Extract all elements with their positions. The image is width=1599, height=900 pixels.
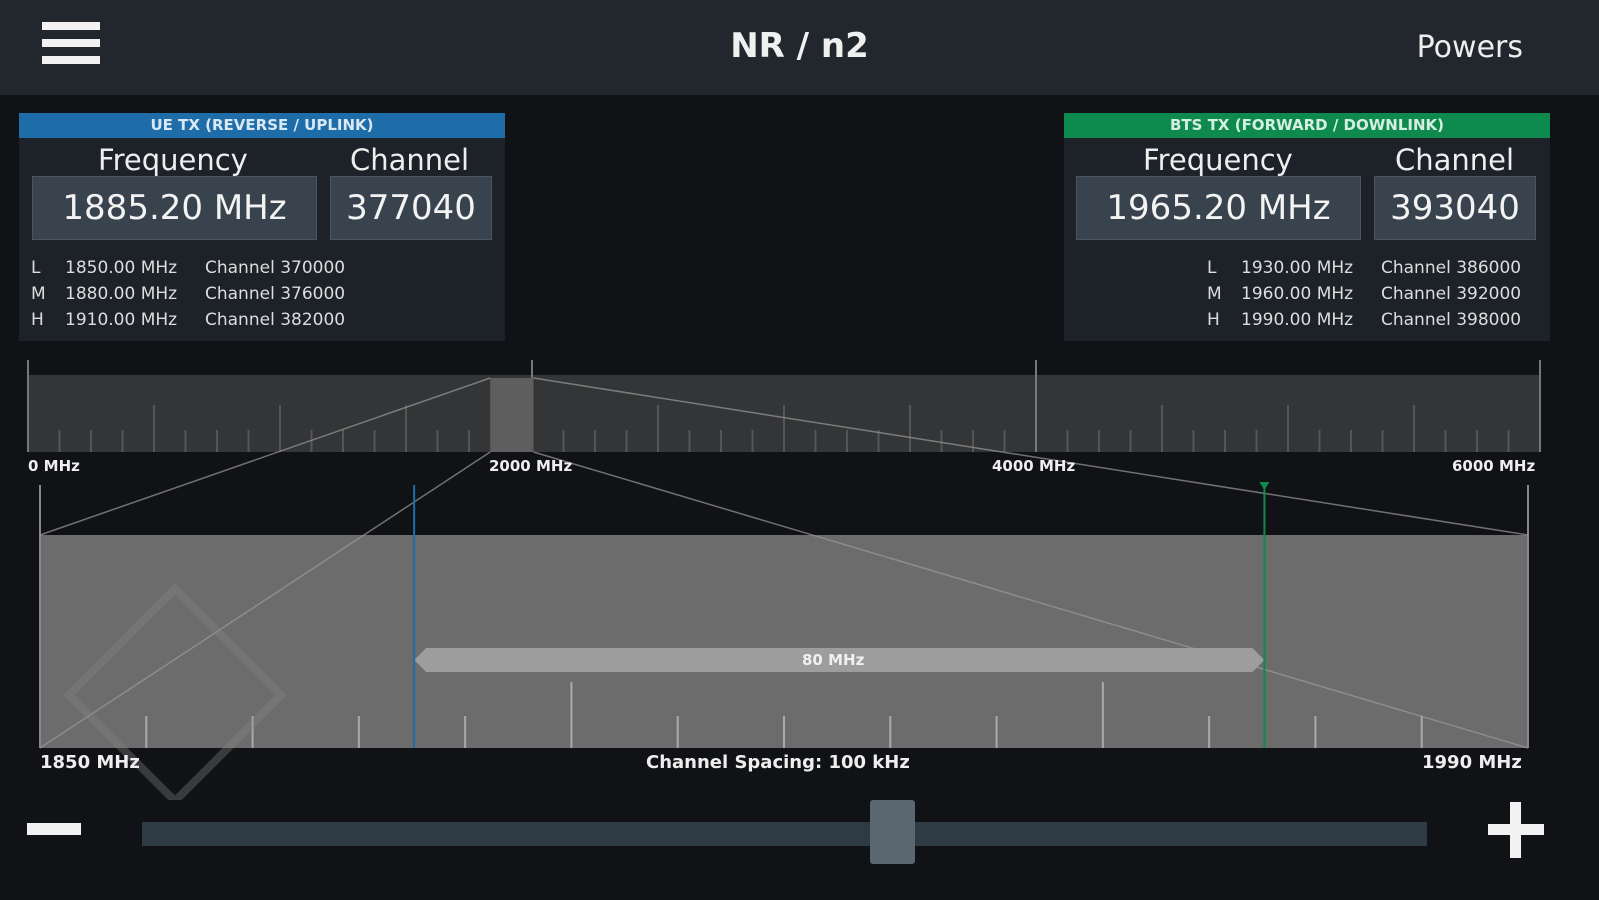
zoom-slider-track[interactable] xyxy=(142,822,1427,846)
row-key: M xyxy=(31,284,46,304)
uplink-frequency-input[interactable]: 1885.20 MHz xyxy=(32,176,317,240)
row-channel: Channel 376000 xyxy=(205,284,346,304)
zoom-projection-line xyxy=(39,451,491,749)
overview-label-2000: 2000 MHz xyxy=(489,457,573,475)
row-key: L xyxy=(31,258,41,278)
row-channel: Channel 398000 xyxy=(1381,310,1522,330)
overview-label-4000: 4000 MHz xyxy=(992,457,1076,475)
zoom-in-button[interactable] xyxy=(1488,802,1544,858)
channel-label: Channel xyxy=(350,143,470,177)
channel-spacing-label: Channel Spacing: 100 kHz xyxy=(646,752,910,773)
frequency-label: Frequency xyxy=(1143,143,1293,177)
zoom-slider-thumb[interactable] xyxy=(870,800,915,864)
uplink-heading: UE TX (REVERSE / UPLINK) xyxy=(19,113,505,138)
band-row-high: H 1910.00 MHz Channel 382000 xyxy=(31,307,345,333)
row-frequency: 1990.00 MHz xyxy=(1241,310,1354,330)
band-row-high: H 1990.00 MHz Channel 398000 xyxy=(1207,307,1521,333)
overview-window xyxy=(490,378,534,452)
row-channel: Channel 386000 xyxy=(1381,258,1522,278)
frequency-label: Frequency xyxy=(98,143,248,177)
zoom-projection-line xyxy=(533,451,1529,749)
band-row-low: L 1850.00 MHz Channel 370000 xyxy=(31,255,345,281)
detail-start-label: 1850 MHz xyxy=(40,752,140,773)
downlink-frequency-input[interactable]: 1965.20 MHz xyxy=(1076,176,1361,240)
row-channel: Channel 382000 xyxy=(205,310,346,330)
band-row-low: L 1930.00 MHz Channel 386000 xyxy=(1207,255,1521,281)
powers-button[interactable]: Powers xyxy=(1416,30,1523,65)
downlink-panel: BTS TX (FORWARD / DOWNLINK) Frequency Ch… xyxy=(1064,113,1550,341)
band-row-mid: M 1880.00 MHz Channel 376000 xyxy=(31,281,345,307)
row-key: H xyxy=(1207,310,1220,330)
row-channel: Channel 392000 xyxy=(1381,284,1522,304)
detail-end-label: 1990 MHz xyxy=(1422,752,1522,773)
header: NR / n2 Powers xyxy=(0,0,1599,95)
row-frequency: 1930.00 MHz xyxy=(1241,258,1354,278)
uplink-channel-input[interactable]: 377040 xyxy=(330,176,492,240)
zoom-out-button[interactable] xyxy=(27,823,81,835)
overview-label-0: 0 MHz xyxy=(28,457,80,475)
row-key: H xyxy=(31,310,44,330)
detail-area xyxy=(40,535,1528,748)
span-label: 80 MHz xyxy=(802,651,865,669)
row-frequency: 1850.00 MHz xyxy=(65,258,178,278)
channel-label: Channel xyxy=(1395,143,1515,177)
overview-label-6000: 6000 MHz xyxy=(1452,457,1536,475)
page-title: NR / n2 xyxy=(730,26,869,66)
zoom-projection-line xyxy=(39,377,491,536)
band-row-mid: M 1960.00 MHz Channel 392000 xyxy=(1207,281,1521,307)
span-arrow xyxy=(414,648,1265,672)
downlink-heading: BTS TX (FORWARD / DOWNLINK) xyxy=(1064,113,1550,138)
downlink-channel-input[interactable]: 393040 xyxy=(1374,176,1536,240)
row-channel: Channel 370000 xyxy=(205,258,346,278)
row-frequency: 1910.00 MHz xyxy=(65,310,178,330)
uplink-panel: UE TX (REVERSE / UPLINK) Frequency Chann… xyxy=(19,113,505,341)
row-frequency: 1960.00 MHz xyxy=(1241,284,1354,304)
logo-watermark xyxy=(63,583,287,800)
row-key: L xyxy=(1207,258,1217,278)
spectrum-view[interactable] xyxy=(0,0,1599,800)
row-frequency: 1880.00 MHz xyxy=(65,284,178,304)
row-key: M xyxy=(1207,284,1222,304)
hamburger-icon[interactable] xyxy=(42,22,100,74)
zoom-projection-line xyxy=(533,377,1529,536)
downlink-marker-head xyxy=(1259,482,1270,490)
